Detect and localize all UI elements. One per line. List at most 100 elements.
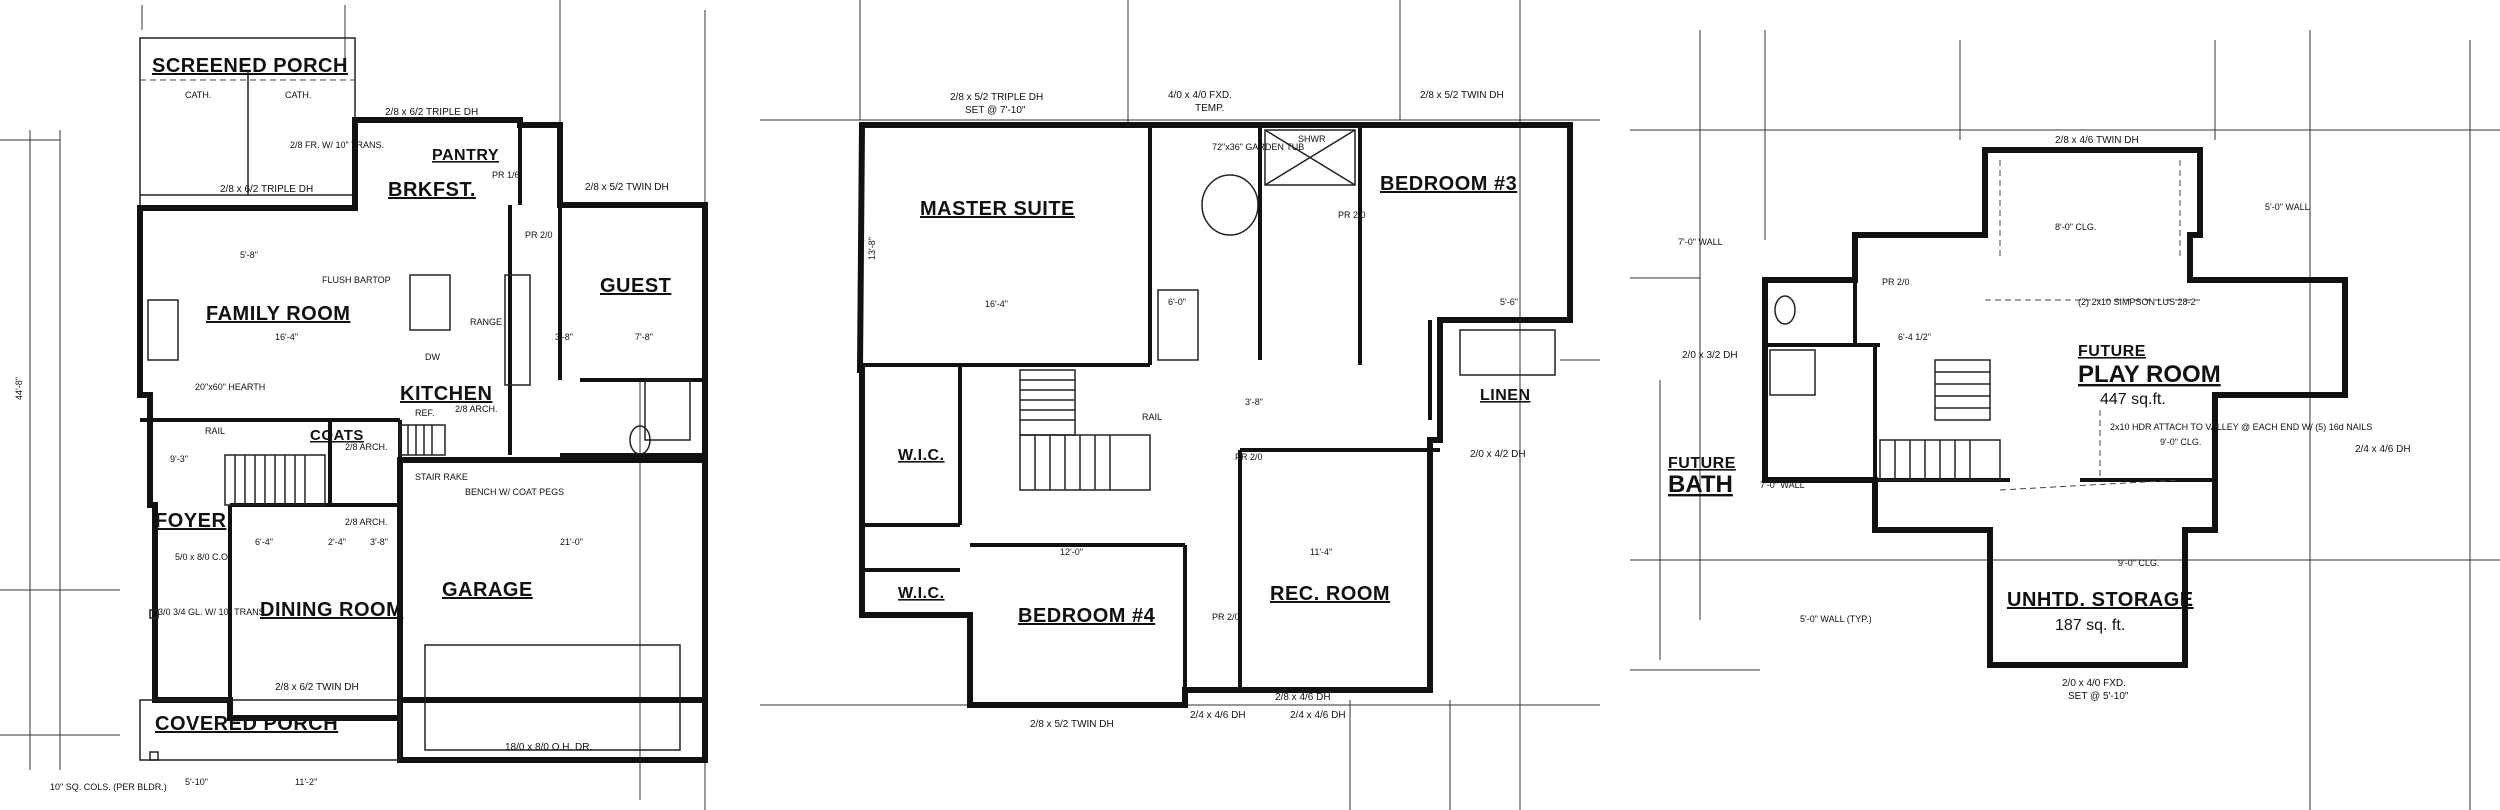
linen-shelves — [1459, 329, 1556, 376]
pr-note-bonus: PR 2/0 — [1882, 277, 1910, 287]
sidelight-note: 3/0 3/4 GL. W/ 10" TRANS. — [158, 607, 267, 617]
arch-note-2: 2/8 ARCH. — [345, 442, 388, 452]
co-note: 5/0 x 8/0 C.O. — [175, 552, 231, 562]
main-stairs — [224, 424, 446, 506]
hearth-note: 20"x60" HEARTH — [195, 382, 265, 392]
bonus-grid-lines — [1630, 30, 2500, 810]
pr-note-hall: PR 2/0 — [1235, 452, 1263, 462]
cath-note-2: CATH. — [285, 90, 311, 100]
window-temp: TEMP. — [1195, 103, 1224, 114]
covered-porch-outline — [139, 699, 401, 761]
covered-porch-label: COVERED PORCH — [155, 713, 338, 735]
window-bonus-bottom-set: SET @ 5'-10" — [2068, 691, 2129, 702]
window-triple-left: 2/8 x 6/2 TRIPLE DH — [220, 184, 313, 195]
rail-note-2: RAIL — [1142, 412, 1162, 422]
dining-room-label: DINING ROOM — [260, 599, 403, 621]
future-label-bath: FUTURE — [1668, 455, 1736, 472]
bedroom3-label: BEDROOM #3 — [1380, 173, 1517, 195]
window-bonus-bottom: 2/0 x 4/0 FXD. — [2062, 678, 2126, 689]
coats-label: COATS — [310, 427, 364, 444]
rail-note: RAIL — [205, 426, 225, 436]
dim-main-1: 16'-4" — [275, 332, 298, 342]
dim-overall-height: 44'-8" — [14, 377, 24, 400]
dim-main-8: 5'-10" — [185, 777, 208, 787]
second-stairs — [1019, 369, 1151, 491]
fr-trans-note: 2/8 FR. W/ 10" TRANS. — [290, 140, 384, 150]
range-note: RANGE — [470, 317, 502, 327]
garden-tub-note: 72"x36" GARDEN TUB — [1212, 142, 1304, 152]
play-room-label: PLAY ROOM — [2078, 361, 2221, 388]
screened-porch-label: SCREENED PORCH — [152, 55, 348, 77]
wic-label-2: W.I.C. — [898, 585, 945, 602]
kitchen-counter — [504, 274, 531, 386]
master-suite-label: MASTER SUITE — [920, 198, 1075, 220]
dw-note: DW — [425, 352, 440, 362]
dim-second-3: 12'-0" — [1060, 547, 1083, 557]
dim-bonus-width: 6'-4 1/2" — [1898, 332, 1931, 342]
wic-label-1: W.I.C. — [898, 447, 945, 464]
future-label-play: FUTURE — [2078, 343, 2146, 360]
window-triple-set: SET @ 7'-10" — [965, 105, 1026, 116]
dim-main-7: 21'-0" — [560, 537, 583, 547]
window-triple-top: 2/8 x 6/2 TRIPLE DH — [385, 107, 478, 118]
dim-main-10: 9'-3" — [170, 454, 188, 464]
window-right: 2/0 x 4/2 DH — [1470, 449, 1526, 460]
header-note: 2x10 HDR ATTACH TO VALLEY @ EACH END W/ … — [2110, 422, 2372, 432]
dim-main-11: 5'-8" — [240, 250, 258, 260]
stair-rake-note: STAIR RAKE — [415, 472, 468, 482]
storage-label: UNHTD. STORAGE — [2007, 589, 2194, 611]
shower-note: SHWR — [1298, 134, 1326, 144]
garage-door-note: 18/0 x 8/0 O.H. DR. — [505, 742, 592, 753]
storage-area: 187 sq. ft. — [2055, 617, 2125, 634]
pr-note-main: PR 1/6 — [492, 170, 520, 180]
window-bedroom4: 2/8 x 5/2 TWIN DH — [1030, 719, 1114, 730]
guest-toilet-icon — [629, 425, 651, 455]
bonus-stairs — [1879, 359, 2001, 481]
rec-room-label: REC. ROOM — [1270, 583, 1390, 605]
ceiling-8ft-note: 8'-0" CLG. — [2055, 222, 2096, 232]
pr-note-rec: PR 2/0 — [1212, 612, 1240, 622]
garage-label: GARAGE — [442, 579, 533, 601]
family-room-label: FAMILY ROOM — [206, 303, 350, 325]
window-triple-master: 2/8 x 5/2 TRIPLE DH — [950, 92, 1043, 103]
window-bonus-left: 2/0 x 3/2 DH — [1682, 350, 1738, 361]
bedroom4-label: BEDROOM #4 — [1018, 605, 1156, 627]
bonus-floor-exterior-wall — [1762, 147, 2348, 668]
flush-bartop-note: FLUSH BARTOP — [322, 275, 391, 285]
arch-note-1: 2/8 ARCH. — [455, 404, 498, 414]
window-twin-dining: 2/8 x 6/2 TWIN DH — [275, 682, 359, 693]
wall-5ft-note: 5'-0" WALL — [2265, 202, 2310, 212]
foyer-label: FOYER — [155, 510, 226, 532]
bath-tub-2 — [1157, 289, 1199, 361]
second-interior-walls — [862, 125, 1440, 690]
main-floor-plan: SCREENED PORCH BRKFST. PANTRY GUEST FAMI… — [0, 0, 708, 810]
ref-note: REF. — [415, 408, 435, 418]
dim-second-1: 16'-4" — [985, 299, 1008, 309]
dim-main-5: 2'-4" — [328, 537, 346, 547]
dim-main-9: 11'-2" — [295, 777, 317, 787]
pantry-label: PANTRY — [432, 147, 499, 164]
arch-note-3: 2/8 ARCH. — [345, 517, 388, 527]
garden-tub-icon — [1201, 174, 1259, 236]
cath-note-1: CATH. — [185, 90, 211, 100]
pr-note-main-2: PR 2/0 — [525, 230, 553, 240]
dim-main-3: 7'-8" — [635, 332, 653, 342]
ceiling-9ft-note-2: 9'-0" CLG. — [2118, 558, 2159, 568]
beam-note: (2) 2x10 SIMPSON LUS 28-2 — [2078, 297, 2196, 307]
dim-main-4: 6'-4" — [255, 537, 273, 547]
dim-second-5: 3'-8" — [1245, 397, 1263, 407]
bonus-floor-plan: FUTURE PLAY ROOM 447 sq.ft. FUTURE BATH … — [1630, 30, 2500, 810]
brkfst-label: BRKFST. — [388, 179, 476, 201]
window-twin-bonus: 2/8 x 4/6 TWIN DH — [2055, 135, 2139, 146]
play-room-area: 447 sq.ft. — [2100, 391, 2166, 408]
dim-second-6: 5'-6" — [1500, 297, 1518, 307]
dim-second-7: 6'-0" — [1168, 297, 1186, 307]
guest-label: GUEST — [600, 275, 671, 297]
bonus-toilet-icon — [1774, 295, 1796, 325]
window-rec-2: 2/4 x 4/6 DH — [1190, 710, 1246, 721]
dim-main-6: 3'-8" — [370, 537, 388, 547]
dim-second-2: 13'-8" — [867, 237, 877, 260]
ceiling-9ft-note-1: 9'-0" CLG. — [2160, 437, 2201, 447]
kitchen-label: KITCHEN — [400, 383, 492, 405]
